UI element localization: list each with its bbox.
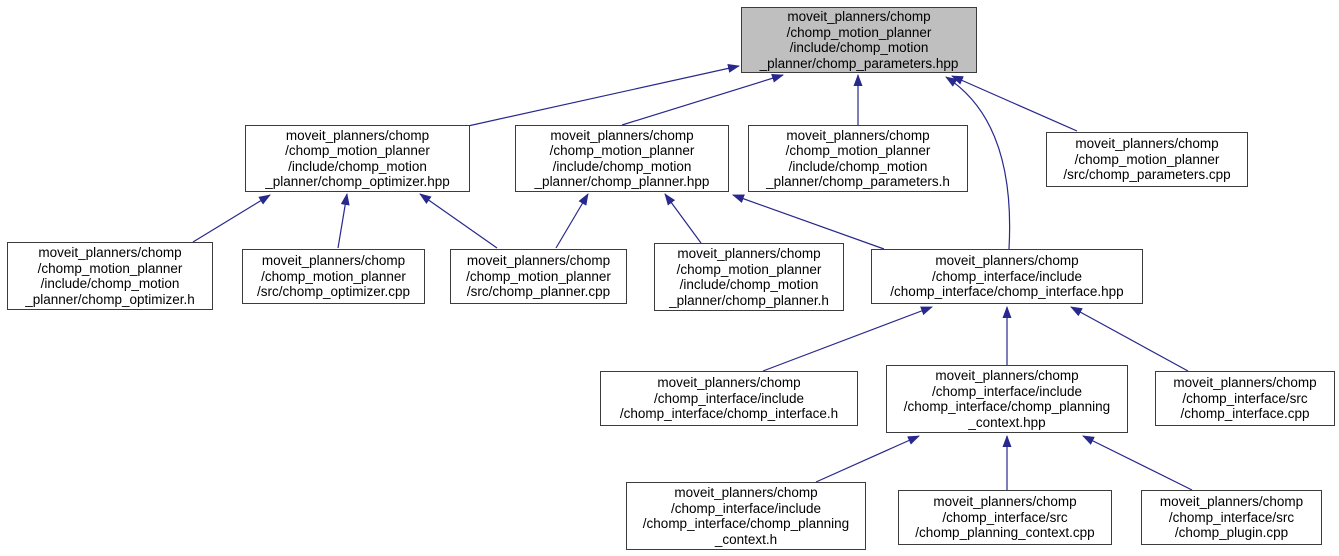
node-chomp-planning-context-hpp[interactable]: moveit_planners/chomp /chomp_interface/i… [886,365,1128,433]
edge-chomp-planner-cpp-to-chomp-planner-hpp [555,193,589,249]
node-label: moveit_planners/chomp /chomp_motion_plan… [766,127,950,190]
edge-chomp-optimizer-cpp-to-chomp-optimizer-hpp [337,193,350,249]
edge-chomp-planning-context-h-to-chomp-planning-context-hpp [815,435,920,483]
node-label: moveit_planners/chomp /chomp_interface/s… [1173,375,1317,422]
node-chomp-parameters-cpp[interactable]: moveit_planners/chomp /chomp_motion_plan… [1046,132,1248,187]
edge-chomp-parameters-cpp-to-chomp-parameters-hpp [951,75,1078,132]
edge-chomp-interface-hpp-to-chomp-planner-hpp [732,194,885,250]
edge-chomp-planner-hpp-to-chomp-parameters-hpp [621,73,784,126]
node-label: moveit_planners/chomp /chomp_motion_plan… [466,253,611,300]
edge-chomp-planner-h-to-chomp-planner-hpp [664,193,702,244]
node-chomp-planner-hpp[interactable]: moveit_planners/chomp /chomp_motion_plan… [515,125,729,192]
node-chomp-interface-cpp[interactable]: moveit_planners/chomp /chomp_interface/s… [1155,371,1335,426]
node-label: moveit_planners/chomp /chomp_interface/i… [890,253,1124,300]
node-label: moveit_planners/chomp /chomp_interface/s… [915,494,1095,541]
node-label: moveit_planners/chomp /chomp_motion_plan… [1063,136,1231,183]
node-chomp-parameters-hpp: moveit_planners/chomp /chomp_motion_plan… [741,7,977,73]
node-label: moveit_planners/chomp /chomp_interface/s… [1159,494,1304,541]
node-chomp-planner-cpp[interactable]: moveit_planners/chomp /chomp_motion_plan… [450,249,627,304]
edge-chomp-interface-hpp-to-chomp-parameters-hpp [945,76,1011,250]
node-chomp-optimizer-h[interactable]: moveit_planners/chomp /chomp_motion_plan… [7,242,213,310]
edge-chomp-interface-h-to-chomp-interface-hpp [762,306,933,372]
node-label: moveit_planners/chomp /chomp_interface/i… [619,375,839,422]
node-chomp-optimizer-hpp[interactable]: moveit_planners/chomp /chomp_motion_plan… [245,125,470,192]
node-chomp-interface-hpp[interactable]: moveit_planners/chomp /chomp_interface/i… [871,249,1143,304]
node-chomp-parameters-h[interactable]: moveit_planners/chomp /chomp_motion_plan… [748,125,968,192]
node-label: moveit_planners/chomp /chomp_motion_plan… [25,245,195,307]
node-chomp-planner-h[interactable]: moveit_planners/chomp /chomp_motion_plan… [654,243,844,311]
node-chomp-plugin-cpp[interactable]: moveit_planners/chomp /chomp_interface/s… [1141,490,1322,545]
node-label: moveit_planners/chomp /chomp_motion_plan… [759,9,959,71]
edge-chomp-planner-cpp-to-chomp-optimizer-hpp [419,193,498,249]
node-chomp-planning-context-h[interactable]: moveit_planners/chomp /chomp_interface/i… [626,482,866,550]
node-label: moveit_planners/chomp /chomp_motion_plan… [669,246,829,308]
edge-chomp-optimizer-hpp-to-chomp-parameters-hpp [467,63,740,127]
node-label: moveit_planners/chomp /chomp_motion_plan… [534,127,710,190]
node-label: moveit_planners/chomp /chomp_motion_plan… [265,127,450,190]
edge-chomp-optimizer-h-to-chomp-optimizer-hpp [192,194,271,243]
node-chomp-optimizer-cpp[interactable]: moveit_planners/chomp /chomp_motion_plan… [242,249,425,304]
node-chomp-planning-context-cpp[interactable]: moveit_planners/chomp /chomp_interface/s… [898,490,1112,545]
node-label: moveit_planners/chomp /chomp_interface/i… [903,368,1111,430]
edge-chomp-interface-cpp-to-chomp-interface-hpp [1070,306,1189,372]
node-label: moveit_planners/chomp /chomp_motion_plan… [256,253,411,300]
edge-chomp-plugin-cpp-to-chomp-planning-context-hpp [1082,435,1193,491]
node-label: moveit_planners/chomp /chomp_interface/i… [642,485,850,547]
node-chomp-interface-h[interactable]: moveit_planners/chomp /chomp_interface/i… [600,371,858,426]
